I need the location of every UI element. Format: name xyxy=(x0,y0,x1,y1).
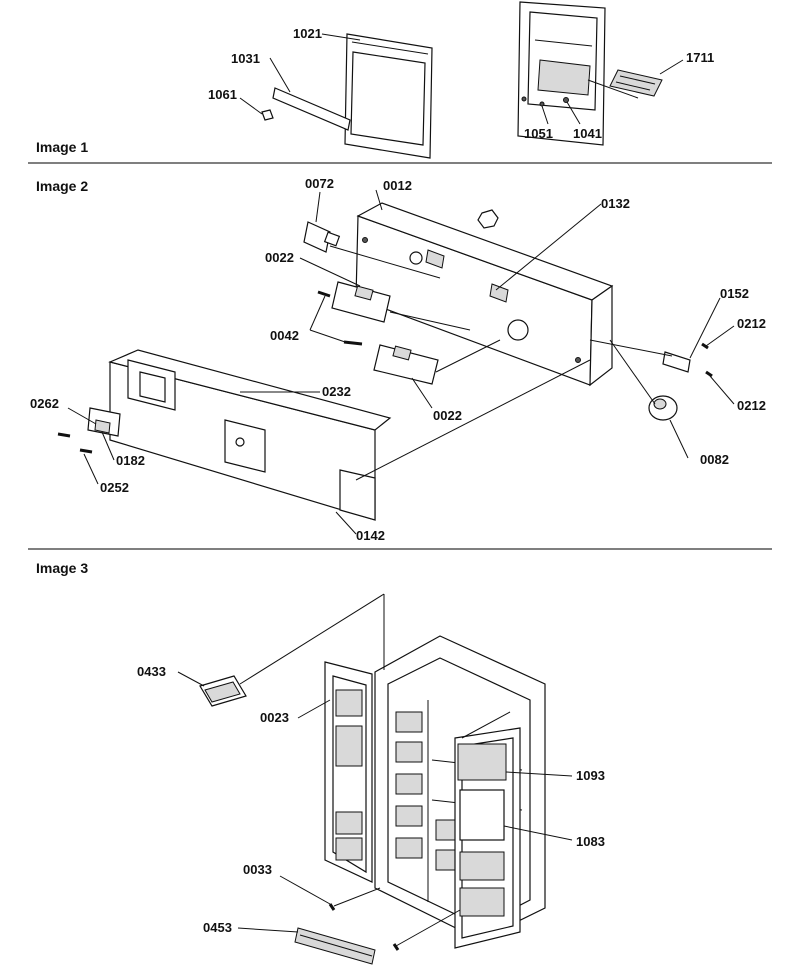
callout-0142: 0142 xyxy=(356,528,385,543)
callout-1041: 1041 xyxy=(573,126,602,141)
door-bin xyxy=(459,887,505,917)
callout-0072: 0072 xyxy=(305,176,334,191)
callout-1021: 1021 xyxy=(293,26,322,41)
bracket-hole xyxy=(507,319,529,341)
section-label-image-2: Image 2 xyxy=(36,178,89,194)
callout-0033: 0033 xyxy=(243,862,272,877)
callout-0182: 0182 xyxy=(116,453,145,468)
callout-1051: 1051 xyxy=(524,126,553,141)
callout-0232: 0232 xyxy=(322,384,351,399)
part-0012-side xyxy=(589,284,613,387)
part-1021-inner xyxy=(350,51,426,146)
door-bin xyxy=(335,837,363,861)
door-bin xyxy=(335,689,363,717)
callout-0012: 0012 xyxy=(383,178,412,193)
screw xyxy=(521,96,527,102)
image-2-drawing xyxy=(57,189,735,535)
image-2-callouts: 0072 0012 0132 0022 0042 0152 0212 0212 … xyxy=(30,176,766,543)
section-label-image-1: Image 1 xyxy=(36,139,89,155)
callout-0152: 0152 xyxy=(720,286,749,301)
image-3-callouts: 0433 0023 1093 1083 0033 0453 xyxy=(137,664,605,935)
part-0232-flange xyxy=(108,349,392,431)
callout-0023: 0023 xyxy=(260,710,289,725)
callout-0433: 0433 xyxy=(137,664,166,679)
callout-0252: 0252 xyxy=(100,480,129,495)
callout-1093: 1093 xyxy=(576,768,605,783)
part-0142-bracket xyxy=(339,469,376,521)
callout-1711: 1711 xyxy=(686,50,714,65)
part-1061-clip xyxy=(261,109,274,121)
callout-0453: 0453 xyxy=(203,920,232,935)
part-1083-bin xyxy=(459,789,505,841)
door-bin xyxy=(335,811,363,835)
part-1031-strip xyxy=(272,87,351,131)
image-1-callouts: 1021 1031 1061 1711 1051 1041 xyxy=(208,26,714,141)
part-1093-bin xyxy=(457,743,507,781)
callout-0132: 0132 xyxy=(601,196,630,211)
image-1-drawing xyxy=(239,1,684,159)
callout-1083: 1083 xyxy=(576,834,605,849)
nut xyxy=(477,209,499,229)
callout-1061: 1061 xyxy=(208,87,237,102)
part-1711-grille xyxy=(609,69,663,97)
callout-0022-bottom: 0022 xyxy=(433,408,462,423)
screw xyxy=(539,101,545,107)
callout-0042: 0042 xyxy=(270,328,299,343)
part-0022-switch-lower xyxy=(373,344,439,385)
dispenser-bin xyxy=(335,725,363,767)
callout-0212-top: 0212 xyxy=(737,316,766,331)
callout-0212-bottom: 0212 xyxy=(737,398,766,413)
part-0132-switch xyxy=(489,283,509,303)
callout-0082: 0082 xyxy=(700,452,729,467)
image-3-drawing xyxy=(177,593,573,965)
part-0453-toe-grille xyxy=(294,927,376,965)
callout-0262: 0262 xyxy=(30,396,59,411)
part-0152-bracket xyxy=(662,351,691,373)
section-label-image-3: Image 3 xyxy=(36,560,89,576)
bracket-hole xyxy=(409,251,423,265)
panel-cutout xyxy=(224,419,266,473)
part-0132-switch xyxy=(425,249,445,269)
screw xyxy=(563,97,569,103)
callout-0022-top: 0022 xyxy=(265,250,294,265)
door-bin xyxy=(459,851,505,881)
part-0072-solenoid xyxy=(303,221,331,253)
dispenser-cavity xyxy=(537,59,591,96)
part-0262-cap xyxy=(94,419,111,434)
panel-window-inner xyxy=(139,371,166,403)
callout-1031: 1031 xyxy=(231,51,260,66)
